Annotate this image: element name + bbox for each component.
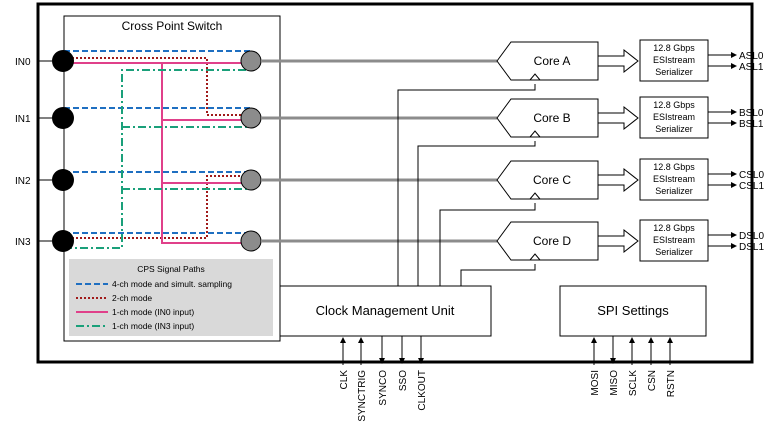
cmu-label: Clock Management Unit bbox=[316, 303, 455, 318]
input-lines bbox=[38, 60, 52, 242]
core-c-label: Core C bbox=[533, 173, 571, 187]
serializer-b-line1: 12.8 Gbps bbox=[653, 100, 695, 110]
serializer-a: 12.8 Gbps ESIstream Serializer bbox=[639, 39, 709, 82]
legend-label-1ch-in3: 1-ch mode (IN3 input) bbox=[112, 321, 194, 331]
path-4ch bbox=[64, 50, 250, 234]
pin-label-clk: CLK bbox=[339, 370, 350, 390]
serializer-c-line3: Serializer bbox=[655, 186, 693, 196]
serializer-d-line2: ESIstream bbox=[653, 235, 695, 245]
output-label-bsl0: BSL0 bbox=[739, 108, 764, 119]
core-c: Core C bbox=[496, 160, 599, 200]
serializer-a-line2: ESIstream bbox=[653, 55, 695, 65]
pin-label-mosi: MOSI bbox=[590, 370, 601, 396]
core-to-serializer-arrows bbox=[597, 48, 639, 254]
core-b: Core B bbox=[496, 98, 599, 138]
serializer-b-line2: ESIstream bbox=[653, 112, 695, 122]
core-d-label: Core D bbox=[533, 234, 571, 248]
cps-output-nodes bbox=[240, 50, 262, 252]
serializer-b-line3: Serializer bbox=[655, 124, 693, 134]
pin-label-sso: SSO bbox=[398, 370, 409, 391]
legend-box bbox=[69, 259, 273, 336]
output-label-dsl0: DSL0 bbox=[739, 231, 764, 242]
serializer-b: 12.8 Gbps ESIstream Serializer bbox=[639, 96, 709, 139]
pin-label-rstn: RSTN bbox=[666, 370, 677, 397]
output-label-asl0: ASL0 bbox=[739, 51, 764, 62]
legend-label-1ch-in0: 1-ch mode (IN0 input) bbox=[112, 307, 194, 317]
chip-outline bbox=[36, 2, 754, 364]
output-label-asl1: ASL1 bbox=[739, 62, 764, 73]
input-label-in2: IN2 bbox=[15, 176, 31, 187]
pin-label-csn: CSN bbox=[647, 370, 658, 391]
core-b-label: Core B bbox=[533, 111, 570, 125]
serializer-a-line3: Serializer bbox=[655, 67, 693, 77]
core-d: Core D bbox=[496, 221, 599, 261]
serializer-d: 12.8 Gbps ESIstream Serializer bbox=[639, 219, 709, 262]
cmu-box bbox=[279, 285, 492, 337]
output-label-csl1: CSL1 bbox=[739, 181, 764, 192]
serializer-c-line1: 12.8 Gbps bbox=[653, 162, 695, 172]
core-a-label: Core A bbox=[534, 54, 571, 68]
pin-label-synco: SYNCO bbox=[378, 370, 389, 406]
serializer-output-arrows bbox=[708, 52, 737, 249]
spi-box bbox=[559, 285, 707, 337]
output-label-dsl1: DSL1 bbox=[739, 242, 764, 253]
serializer-c-line2: ESIstream bbox=[653, 174, 695, 184]
path-1ch-in3 bbox=[64, 69, 250, 249]
path-1ch-in0 bbox=[64, 62, 250, 244]
input-label-in3: IN3 bbox=[15, 237, 31, 248]
serializer-c: 12.8 Gbps ESIstream Serializer bbox=[639, 158, 709, 201]
cmu-pin-lines bbox=[340, 336, 424, 365]
input-label-in0: IN0 bbox=[15, 57, 31, 68]
cps-title: Cross Point Switch bbox=[122, 19, 223, 33]
serializer-a-line1: 12.8 Gbps bbox=[653, 43, 695, 53]
core-a: Core A bbox=[496, 41, 599, 81]
serializer-d-line1: 12.8 Gbps bbox=[653, 223, 695, 233]
pin-label-synctrig: SYNCTRIG bbox=[357, 370, 368, 422]
path-2ch bbox=[64, 57, 250, 239]
pin-label-sclk: SCLK bbox=[628, 370, 639, 396]
pin-label-clkout: CLKOUT bbox=[417, 370, 428, 411]
input-nodes bbox=[52, 50, 74, 252]
serializer-d-line3: Serializer bbox=[655, 247, 693, 257]
core-input-lines bbox=[261, 59, 497, 243]
spi-label: SPI Settings bbox=[597, 303, 669, 318]
pin-label-miso: MISO bbox=[609, 370, 620, 396]
output-label-csl0: CSL0 bbox=[739, 170, 764, 181]
legend-title: CPS Signal Paths bbox=[137, 264, 205, 274]
output-label-bsl1: BSL1 bbox=[739, 119, 764, 130]
legend-label-2ch: 2-ch mode bbox=[112, 293, 152, 303]
spi-pin-lines bbox=[591, 336, 673, 365]
clock-lines bbox=[397, 84, 536, 286]
input-label-in1: IN1 bbox=[15, 114, 31, 125]
legend-label-4ch: 4-ch mode and simult. sampling bbox=[112, 279, 232, 289]
